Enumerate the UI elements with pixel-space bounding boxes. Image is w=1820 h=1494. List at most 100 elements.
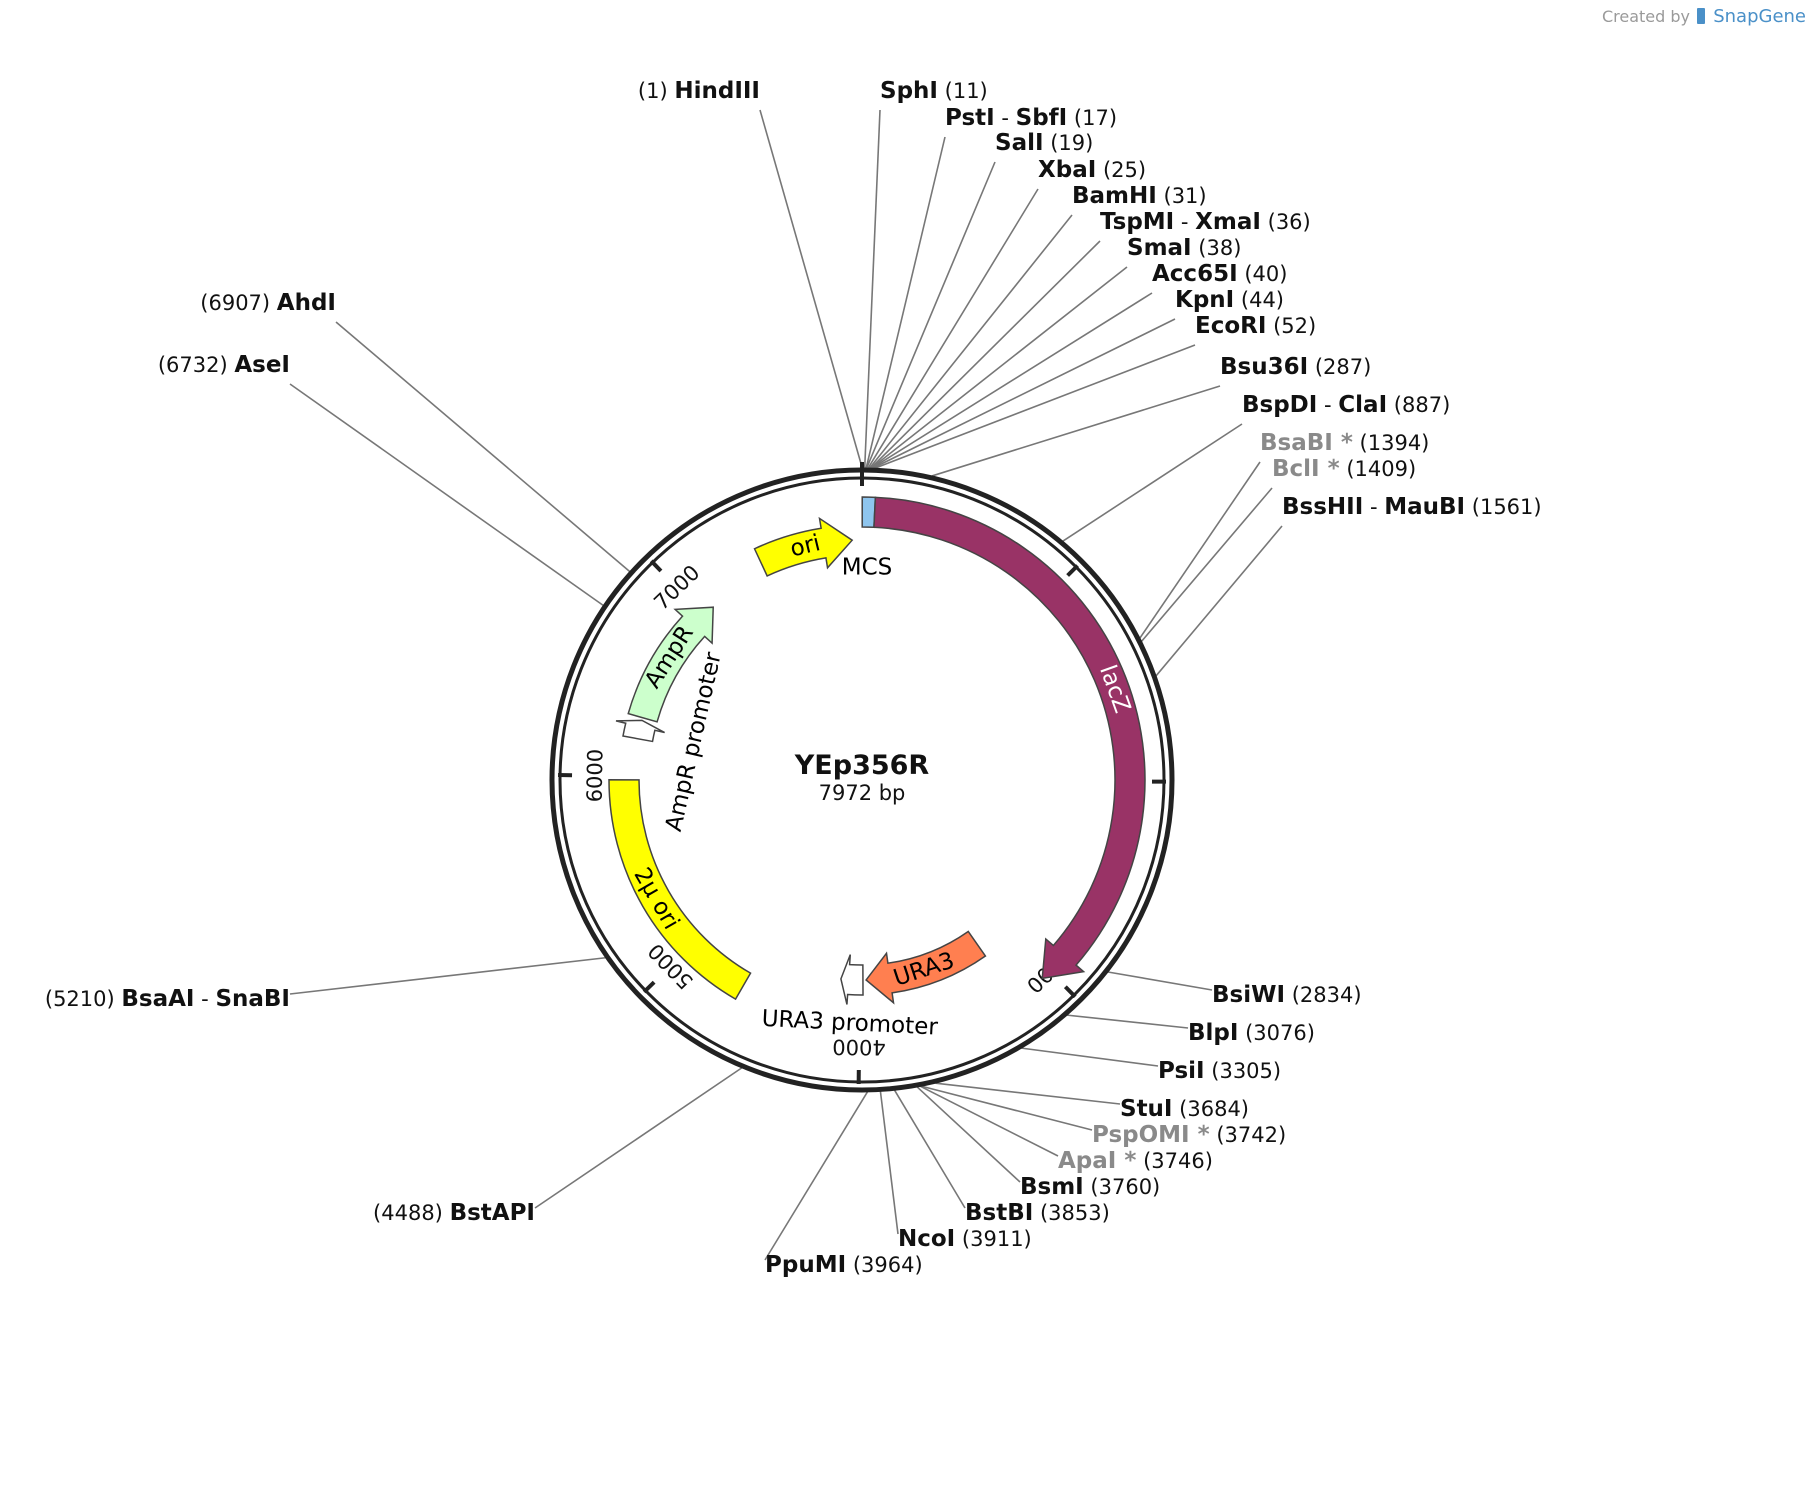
site-label-text[interactable]: PstI - SbfI (17): [945, 105, 1117, 131]
feature-arrow-ampr-promoter[interactable]: [615, 719, 665, 743]
plasmid-name[interactable]: YEp356R: [794, 750, 930, 781]
site-leader-line: [872, 318, 1176, 469]
feature-mcs[interactable]: MCS: [842, 496, 893, 581]
site-name: XbaI: [1038, 157, 1096, 183]
site-bsaai[interactable]: (5210) BsaAI - SnaBI: [45, 986, 290, 1012]
site-name: EcoRI: [1195, 313, 1266, 339]
site-label-text[interactable]: BlpI (3076): [1188, 1020, 1315, 1046]
site-label-text[interactable]: BamHI (31): [1072, 183, 1207, 209]
site-leader-line: [289, 383, 604, 607]
site-ahdi[interactable]: (6907) AhdI: [200, 290, 336, 316]
site-label-text[interactable]: NcoI (3911): [898, 1226, 1032, 1252]
watermark-brand: SnapGene: [1713, 6, 1806, 27]
site-ppumi[interactable]: PpuMI (3964): [765, 1252, 923, 1278]
site-label-text[interactable]: KpnI (44): [1175, 287, 1284, 313]
site-label-text[interactable]: StuI (3684): [1120, 1096, 1249, 1122]
site-position: (1561): [1465, 495, 1542, 519]
site-hindiii[interactable]: (1) HindIII: [638, 78, 760, 104]
site-name: ApaI *: [1058, 1148, 1136, 1174]
site-label-text[interactable]: ApaI * (3746): [1058, 1148, 1213, 1174]
feature-arrow-ura3-promoter[interactable]: [840, 954, 864, 1005]
site-name: TspMI: [1100, 209, 1174, 235]
site-stui[interactable]: StuI (3684): [1120, 1096, 1249, 1122]
site-label-text[interactable]: BstBI (3853): [965, 1200, 1110, 1226]
site-label-text[interactable]: PpuMI (3964): [765, 1252, 923, 1278]
site-label-text[interactable]: BclI * (1409): [1272, 456, 1416, 482]
site-psti[interactable]: PstI - SbfI (17): [945, 105, 1117, 131]
feature-arrow-ura3[interactable]: [865, 930, 987, 1005]
site-leader-line: [920, 1085, 1059, 1157]
site-label-text[interactable]: BssHII - MauBI (1561): [1282, 494, 1542, 520]
site-asei[interactable]: (6732) AseI: [158, 352, 290, 378]
feature-ori[interactable]: ori: [753, 516, 854, 577]
site-kpni[interactable]: KpnI (44): [1175, 287, 1284, 313]
feature-ura3[interactable]: URA3: [865, 930, 987, 1005]
site-psii[interactable]: PsiI (3305): [1158, 1058, 1281, 1084]
site-label-text[interactable]: (6732) AseI: [158, 352, 290, 378]
site-ncoi[interactable]: NcoI (3911): [898, 1226, 1032, 1252]
site-smai[interactable]: SmaI (38): [1127, 235, 1241, 261]
site-label-text[interactable]: BsmI (3760): [1020, 1174, 1160, 1200]
site-pspomi[interactable]: PspOMI * (3742): [1092, 1122, 1286, 1148]
site-name: PsiI: [1158, 1058, 1205, 1084]
site-position: (3911): [955, 1227, 1032, 1251]
site-name: BstAPI: [450, 1200, 535, 1226]
site-bsiwi[interactable]: BsiWI (2834): [1212, 982, 1362, 1008]
site-xbai[interactable]: XbaI (25): [1038, 157, 1146, 183]
site-separator: -: [195, 987, 216, 1011]
feature-label-mcs: MCS: [842, 555, 893, 581]
feature-arrow-lacz[interactable]: [873, 496, 1146, 980]
site-name: AhdI: [277, 290, 336, 316]
site-name: BlpI: [1188, 1020, 1238, 1046]
site-blpi[interactable]: BlpI (3076): [1188, 1020, 1315, 1046]
feature-label-two-micron-ori: 2μ ori: [628, 863, 684, 934]
feature-arrow-two-micron-ori[interactable]: [608, 779, 752, 1001]
site-apai[interactable]: ApaI * (3746): [1058, 1148, 1213, 1174]
site-bspdi[interactable]: BspDI - ClaI (887): [1242, 392, 1450, 418]
site-label-text[interactable]: PspOMI * (3742): [1092, 1122, 1286, 1148]
site-ecori[interactable]: EcoRI (52): [1195, 313, 1316, 339]
site-leader-line: [863, 109, 881, 469]
site-leader-line: [1155, 525, 1283, 677]
site-label-text[interactable]: PsiI (3305): [1158, 1058, 1281, 1084]
site-bcli[interactable]: BclI * (1409): [1272, 456, 1416, 482]
feature-label-ura3-promoter: URA3 promoter: [761, 1006, 939, 1041]
site-label-text[interactable]: SalI (19): [995, 130, 1093, 156]
site-separator: -: [1317, 393, 1338, 417]
site-bsshii[interactable]: BssHII - MauBI (1561): [1282, 494, 1542, 520]
feature-arrow-ori[interactable]: [753, 516, 854, 577]
site-label-text[interactable]: (5210) BsaAI - SnaBI: [45, 986, 290, 1012]
site-label-text[interactable]: Bsu36I (287): [1220, 354, 1371, 380]
site-sphi[interactable]: SphI (11): [880, 78, 988, 104]
site-tspmi[interactable]: TspMI - XmaI (36): [1100, 209, 1311, 235]
site-bstapi[interactable]: (4488) BstAPI: [373, 1200, 535, 1226]
site-label-text[interactable]: (1) HindIII: [638, 78, 760, 104]
site-position: (3853): [1033, 1201, 1110, 1225]
feature-lacz[interactable]: lacZ: [873, 496, 1146, 980]
site-position: (6732): [158, 353, 235, 377]
site-bsu36i[interactable]: Bsu36I (287): [1220, 354, 1371, 380]
feature-arrow-ampr[interactable]: [627, 606, 714, 723]
site-bamhi[interactable]: BamHI (31): [1072, 183, 1207, 209]
site-label-text[interactable]: SmaI (38): [1127, 235, 1241, 261]
site-label-text[interactable]: (4488) BstAPI: [373, 1200, 535, 1226]
site-acc65i[interactable]: Acc65I (40): [1152, 261, 1287, 287]
site-label-text[interactable]: BsaBI * (1394): [1260, 430, 1429, 456]
site-name: BsaAI: [121, 986, 194, 1012]
site-label-text[interactable]: EcoRI (52): [1195, 313, 1316, 339]
feature-arrow-mcs[interactable]: [861, 496, 877, 529]
site-bsmi[interactable]: BsmI (3760): [1020, 1174, 1160, 1200]
site-label-text[interactable]: BsiWI (2834): [1212, 982, 1362, 1008]
site-leader-lines: [289, 109, 1283, 1261]
site-label-text[interactable]: BspDI - ClaI (887): [1242, 392, 1450, 418]
site-label-text[interactable]: (6907) AhdI: [200, 290, 336, 316]
site-name: SalI: [995, 130, 1044, 156]
site-label-text[interactable]: SphI (11): [880, 78, 988, 104]
site-bsabi[interactable]: BsaBI * (1394): [1260, 430, 1429, 456]
site-sali[interactable]: SalI (19): [995, 130, 1093, 156]
site-label-text[interactable]: Acc65I (40): [1152, 261, 1287, 287]
site-bstbi[interactable]: BstBI (3853): [965, 1200, 1110, 1226]
site-label-text[interactable]: TspMI - XmaI (36): [1100, 209, 1311, 235]
site-labels: (1) HindIII SphI (11)PstI - SbfI (17)SalI…: [45, 78, 1542, 1278]
site-label-text[interactable]: XbaI (25): [1038, 157, 1146, 183]
